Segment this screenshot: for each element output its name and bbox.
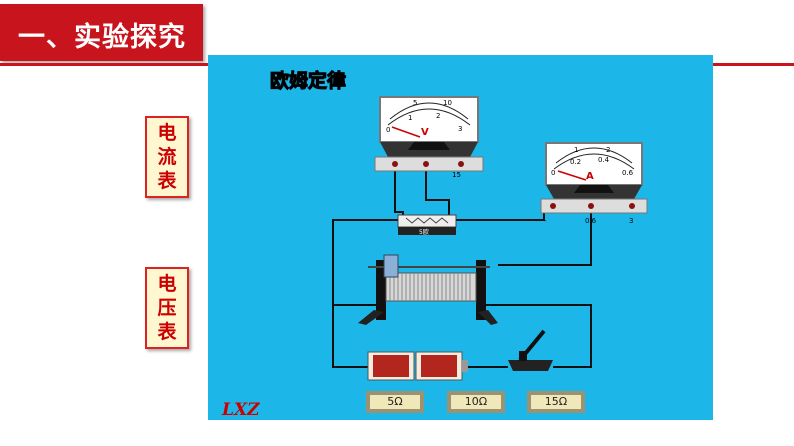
simulation-title: 欧姆定律 [269,70,347,93]
resistor-10-ohm-button[interactable]: 10Ω [447,391,505,413]
voltmeter-scale-3: 3 [458,125,462,133]
voltmeter: V 0 1 2 3 5 10 15 [374,96,484,179]
ammeter: A 0 0.2 0.4 0.6 1 2 - 0.6 3 [540,142,648,225]
rheostat-slider[interactable] [383,254,399,278]
ohms-law-simulation: 欧姆定律 V 0 1 2 3 5 10 [208,55,713,420]
ammeter-scale-0: 0 [551,169,555,177]
ammeter-scale-2: 0.4 [598,156,610,164]
ammeter-scale-3: 0.6 [622,169,634,177]
ammeter-terminal-minus: - [544,217,547,225]
voltmeter-unit: V [421,127,429,138]
section-title: 一、实验探究 [18,22,186,53]
resistor-5-ohm-button[interactable]: 5Ω [366,391,424,413]
voltmeter-terminal-15: 15 [452,171,461,179]
circuit-diagram: V 0 1 2 3 5 10 15 A 0 0.2 0.4 0.6 1 [332,96,648,381]
fixed-resistor: 5欧 [397,214,457,236]
ammeter-scale-1: 0.2 [570,158,581,166]
ammeter-label: 电 流 表 [145,116,189,198]
voltmeter-scale-2: 2 [436,112,440,120]
voltmeter-scale-1: 1 [408,114,412,122]
rheostat-coil [389,273,471,301]
section-title-bar: 一、实验探究 [0,4,203,61]
ammeter-outer-2: 2 [606,146,610,154]
battery-pack [367,351,468,381]
resistor-label: 5欧 [419,228,429,236]
ammeter-terminal-06: 0.6 [585,217,597,225]
ammeter-terminal-3: 3 [629,217,633,225]
voltmeter-label: 电 压 表 [145,267,189,349]
rheostat [358,254,498,325]
ammeter-unit: A [586,171,594,182]
voltmeter-outer-10: 10 [443,99,452,107]
resistor-15-ohm-button[interactable]: 15Ω [527,391,585,413]
lxz-logo: LXZ [222,400,260,420]
voltmeter-scale-0: 0 [386,126,390,134]
circuit-switch[interactable] [508,329,553,371]
voltmeter-outer-5: 5 [413,99,417,107]
ammeter-outer-1: 1 [574,146,578,154]
